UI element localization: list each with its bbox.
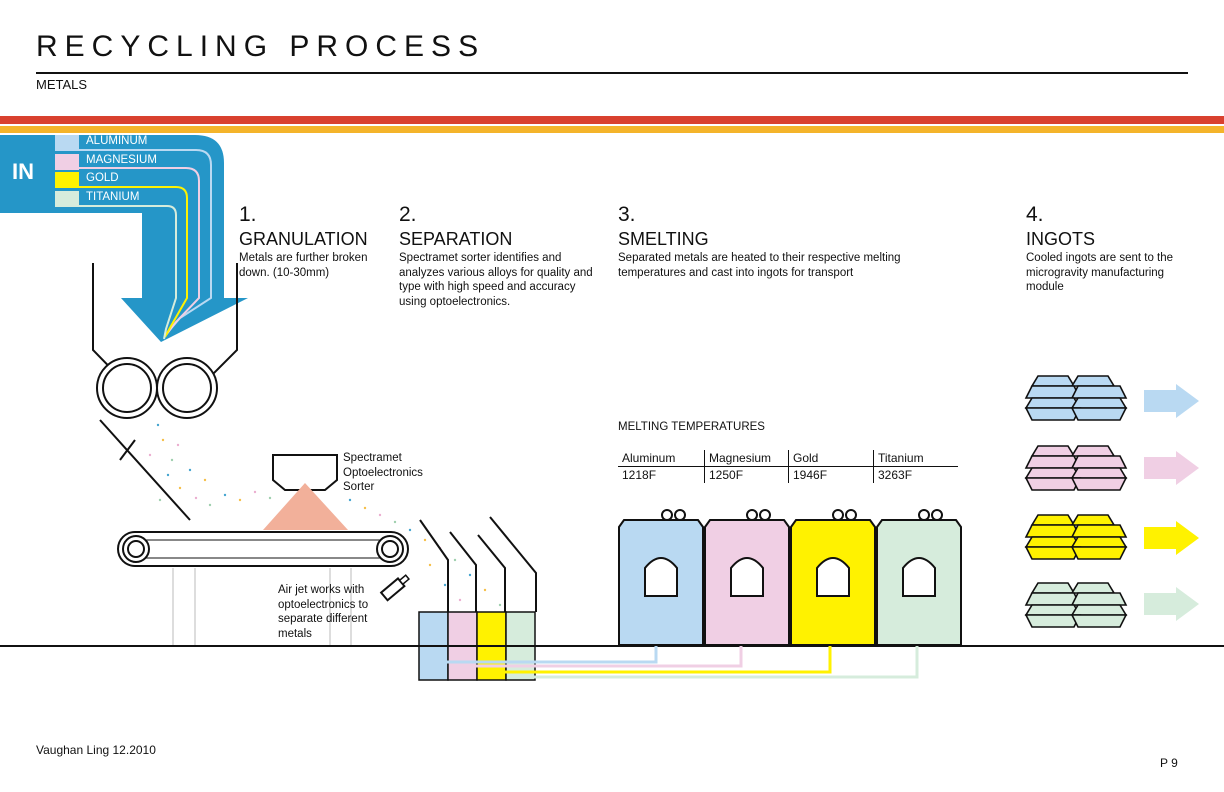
metal-label-gold: GOLD xyxy=(86,172,119,184)
furnace-aluminum xyxy=(618,509,704,646)
step-number: 2. xyxy=(399,203,417,226)
granulator-roller-right xyxy=(156,357,218,419)
title-rule xyxy=(36,72,1188,74)
step-number: 3. xyxy=(618,203,636,226)
conveyor-belt xyxy=(117,531,409,567)
ingot-stack-gold xyxy=(1025,514,1127,560)
mt-value-aluminum: 1218F xyxy=(622,468,657,482)
page-title: RECYCLING PROCESS xyxy=(36,30,486,63)
arrow-aluminum xyxy=(1144,384,1199,418)
metal-label-aluminum: ALUMINUM xyxy=(86,135,148,147)
yellow-stripe xyxy=(0,126,1224,133)
arrow-gold xyxy=(1144,521,1199,555)
step-description: Metals are further broken down. (10-30mm… xyxy=(239,252,368,279)
step-title: GRANULATION xyxy=(239,229,368,249)
melting-temperatures-heading: MELTING TEMPERATURES xyxy=(618,421,765,433)
ingot-stack-titanium xyxy=(1025,582,1127,628)
ingot-stack-aluminum xyxy=(1025,375,1127,421)
page-subtitle: METALS xyxy=(36,77,88,92)
mt-value-magnesium: 1250F xyxy=(704,466,789,483)
step-title: SEPARATION xyxy=(399,229,513,249)
material-pile xyxy=(263,483,348,530)
furnace-gold xyxy=(790,509,876,646)
input-label: IN xyxy=(12,159,34,184)
arrow-magnesium xyxy=(1144,451,1199,485)
step-separation: 2. SEPARATION Spectramet sorter identifi… xyxy=(399,204,604,309)
metal-label-magnesium: MAGNESIUM xyxy=(86,154,157,166)
credit: Vaughan Ling 12.2010 xyxy=(36,743,156,757)
step-description: Separated metals are heated to their res… xyxy=(618,252,901,279)
air-jet-annotation: Air jet works with optoelectronics to se… xyxy=(278,584,369,640)
granulator-roller-left xyxy=(96,357,158,419)
step-smelting: 3. SMELTING Separated metals are heated … xyxy=(618,204,953,280)
furnace-magnesium xyxy=(704,509,790,646)
mt-value-titanium: 3263F xyxy=(873,466,958,483)
step-title: SMELTING xyxy=(618,229,709,249)
melting-temperatures-table: Aluminum Magnesium Gold Titanium 1218F 1… xyxy=(618,450,958,483)
step-title: INGOTS xyxy=(1026,229,1096,249)
step-granulation: 1. GRANULATION Metals are further broken… xyxy=(239,204,389,280)
sorter-annotation: Spectramet Optoelectronics Sorter xyxy=(343,452,423,493)
sorter-hood xyxy=(272,454,338,491)
mt-header-magnesium: Magnesium xyxy=(704,450,789,467)
air-jet-nozzle xyxy=(379,574,410,602)
red-stripe xyxy=(0,116,1224,124)
mt-value-gold: 1946F xyxy=(788,466,874,483)
step-ingots: 4. INGOTS Cooled ingots are sent to the … xyxy=(1026,204,1176,295)
mt-header-aluminum: Aluminum xyxy=(618,450,705,467)
step-description: Spectramet sorter identifies and analyze… xyxy=(399,252,593,308)
step-number: 1. xyxy=(239,203,257,226)
metal-label-titanium: TITANIUM xyxy=(86,191,140,203)
page-number: P 9 xyxy=(1160,756,1178,770)
mt-header-titanium: Titanium xyxy=(873,450,958,467)
arrow-titanium xyxy=(1144,587,1199,621)
furnace-titanium xyxy=(876,509,962,646)
step-number: 4. xyxy=(1026,203,1044,226)
mt-header-gold: Gold xyxy=(788,450,874,467)
step-description: Cooled ingots are sent to the microgravi… xyxy=(1026,252,1174,293)
ingot-stack-magnesium xyxy=(1025,445,1127,491)
